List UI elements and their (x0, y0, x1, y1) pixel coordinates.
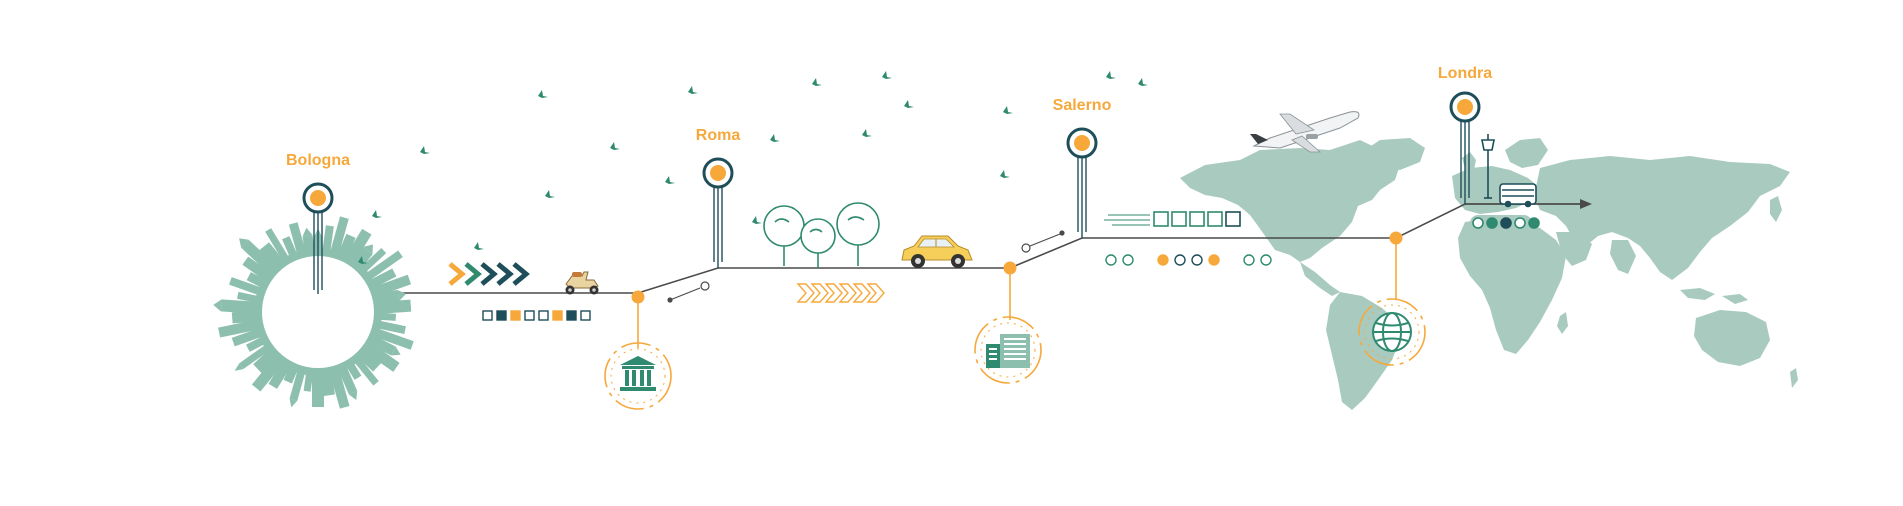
bird-icon (372, 210, 382, 218)
skyline-roof (239, 238, 249, 248)
skyline-building (239, 342, 273, 370)
timeline-arrow (1580, 199, 1592, 209)
square-marker-row-1 (482, 310, 591, 321)
skyline-building (329, 216, 349, 258)
skyline-roof (234, 363, 244, 371)
skyline-building (288, 222, 307, 258)
london-dot-row (1470, 215, 1540, 231)
skyline-building (231, 310, 261, 324)
bird-icon (538, 90, 548, 98)
bird-icon (1003, 106, 1013, 114)
scooter-icon (565, 271, 599, 295)
bus-icon (1499, 183, 1537, 208)
skyline-building (357, 248, 387, 275)
city-pin-londra: Londra (1438, 65, 1492, 204)
connector-accents (667, 230, 1065, 303)
skyline-building (343, 228, 372, 266)
bird-icon (812, 78, 822, 86)
office-node (974, 261, 1042, 384)
skyline-roof (348, 390, 358, 401)
museum-icon (620, 356, 656, 391)
city-pin-roma: Roma (696, 127, 741, 268)
square-marker-row-2 (1153, 211, 1241, 227)
skyline-roof (213, 299, 222, 312)
skyline-building (371, 327, 414, 350)
skyline-roof (391, 346, 401, 356)
bird-icon (358, 256, 368, 264)
city-label-salerno: Salerno (1053, 97, 1112, 114)
office-building-icon (986, 334, 1030, 368)
city-pin-salerno: Salerno (1053, 97, 1112, 238)
skyline-building (370, 274, 412, 298)
city-label-londra: Londra (1438, 65, 1492, 82)
skyline-building (362, 340, 400, 372)
bird-icon (770, 134, 780, 142)
skyline-roof (302, 227, 313, 237)
skyline-building (289, 366, 307, 401)
bird-icon (688, 86, 698, 94)
museum-node (604, 290, 672, 410)
chevron-arrows-1 (448, 262, 530, 286)
globe-node (1358, 231, 1426, 366)
skyline-building (265, 228, 291, 265)
airplane-icon (1250, 111, 1360, 153)
trees-icon (763, 202, 880, 268)
skyline-building (321, 225, 334, 256)
skyline-building (251, 353, 286, 392)
chevron-arrows-2 (796, 283, 885, 303)
skyline-building (241, 239, 280, 277)
skyline-building (312, 370, 324, 407)
skyline-building (231, 327, 265, 347)
skyline-building (220, 299, 261, 315)
bird-icon (862, 129, 872, 137)
bird-icon (1138, 78, 1148, 86)
circular-city-skyline-icon (213, 216, 414, 409)
skyline-roof (397, 289, 407, 301)
bird-icon (665, 176, 675, 184)
bird-icon (1000, 170, 1010, 178)
bird-icon (420, 146, 430, 154)
city-label-bologna: Bologna (286, 152, 350, 169)
skyline-building (375, 299, 412, 315)
bird-icon (610, 142, 620, 150)
skyline-building (328, 366, 350, 409)
city-label-roma: Roma (696, 127, 741, 144)
bird-icon (545, 190, 555, 198)
speed-lines (1104, 214, 1150, 226)
dot-marker-row (1105, 254, 1272, 266)
skyline-roof (289, 398, 298, 408)
bird-icon (904, 100, 914, 108)
skyline-building (218, 318, 263, 338)
bird-icon (752, 216, 762, 224)
world-map (1180, 138, 1798, 410)
birds (358, 71, 1148, 264)
street-lamp-icon (1481, 134, 1495, 199)
skyline-building (363, 250, 403, 282)
bird-icon (474, 242, 484, 250)
skyline-building (373, 319, 406, 335)
car-icon (901, 235, 973, 268)
skyline-building (229, 277, 265, 297)
bird-icon (1106, 71, 1116, 79)
bird-icon (882, 71, 892, 79)
globe-icon (1372, 312, 1412, 352)
skyline-building (351, 354, 379, 386)
city-pin-bologna: Bologna (286, 152, 350, 294)
skyline-roof (363, 244, 373, 255)
